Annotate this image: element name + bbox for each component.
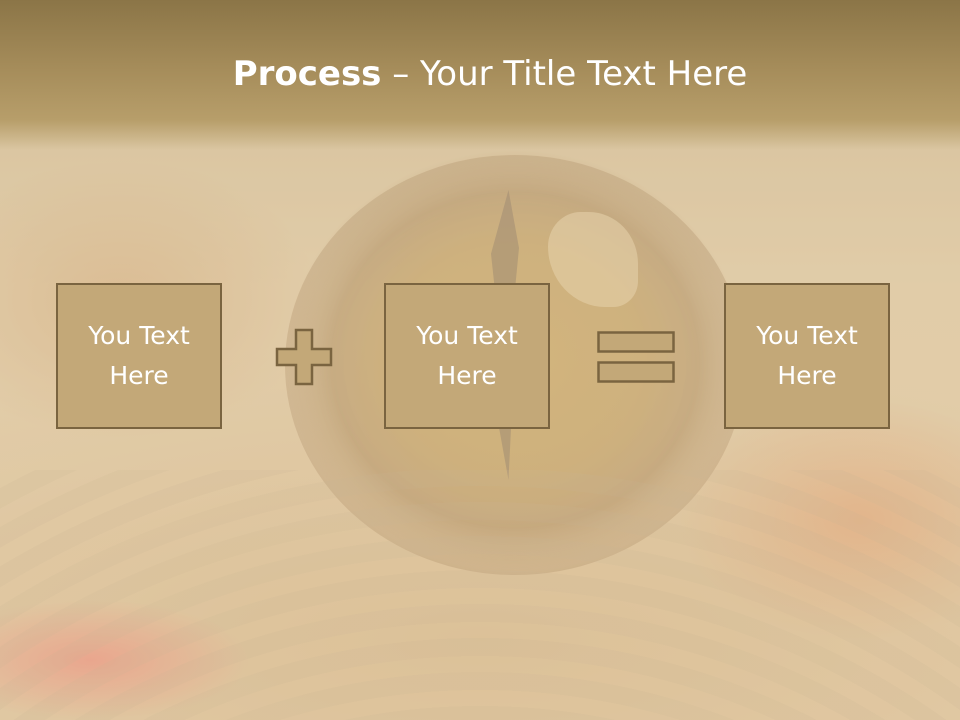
scales-decoration bbox=[0, 470, 960, 720]
process-box-1-line1: You Text bbox=[88, 321, 190, 350]
process-box-3-line1: You Text bbox=[756, 321, 858, 350]
slide-title[interactable]: Process – Your Title Text Here bbox=[0, 52, 960, 96]
process-box-1-text: You Text Here bbox=[64, 316, 214, 396]
title-band bbox=[0, 0, 960, 150]
equals-icon bbox=[597, 331, 675, 383]
process-box-3-line2: Here bbox=[777, 361, 837, 390]
process-box-3-text: You Text Here bbox=[732, 316, 882, 396]
process-box-2[interactable]: You Text Here bbox=[384, 283, 550, 429]
process-box-1[interactable]: You Text Here bbox=[56, 283, 222, 429]
process-box-2-line1: You Text bbox=[416, 321, 518, 350]
plus-icon bbox=[275, 328, 333, 386]
title-rest-text: – Your Title Text Here bbox=[381, 54, 748, 94]
process-box-3[interactable]: You Text Here bbox=[724, 283, 890, 429]
process-box-2-line2: Here bbox=[437, 361, 497, 390]
title-bold-text: Process bbox=[232, 54, 382, 94]
process-box-2-text: You Text Here bbox=[392, 316, 542, 396]
process-box-1-line2: Here bbox=[109, 361, 169, 390]
